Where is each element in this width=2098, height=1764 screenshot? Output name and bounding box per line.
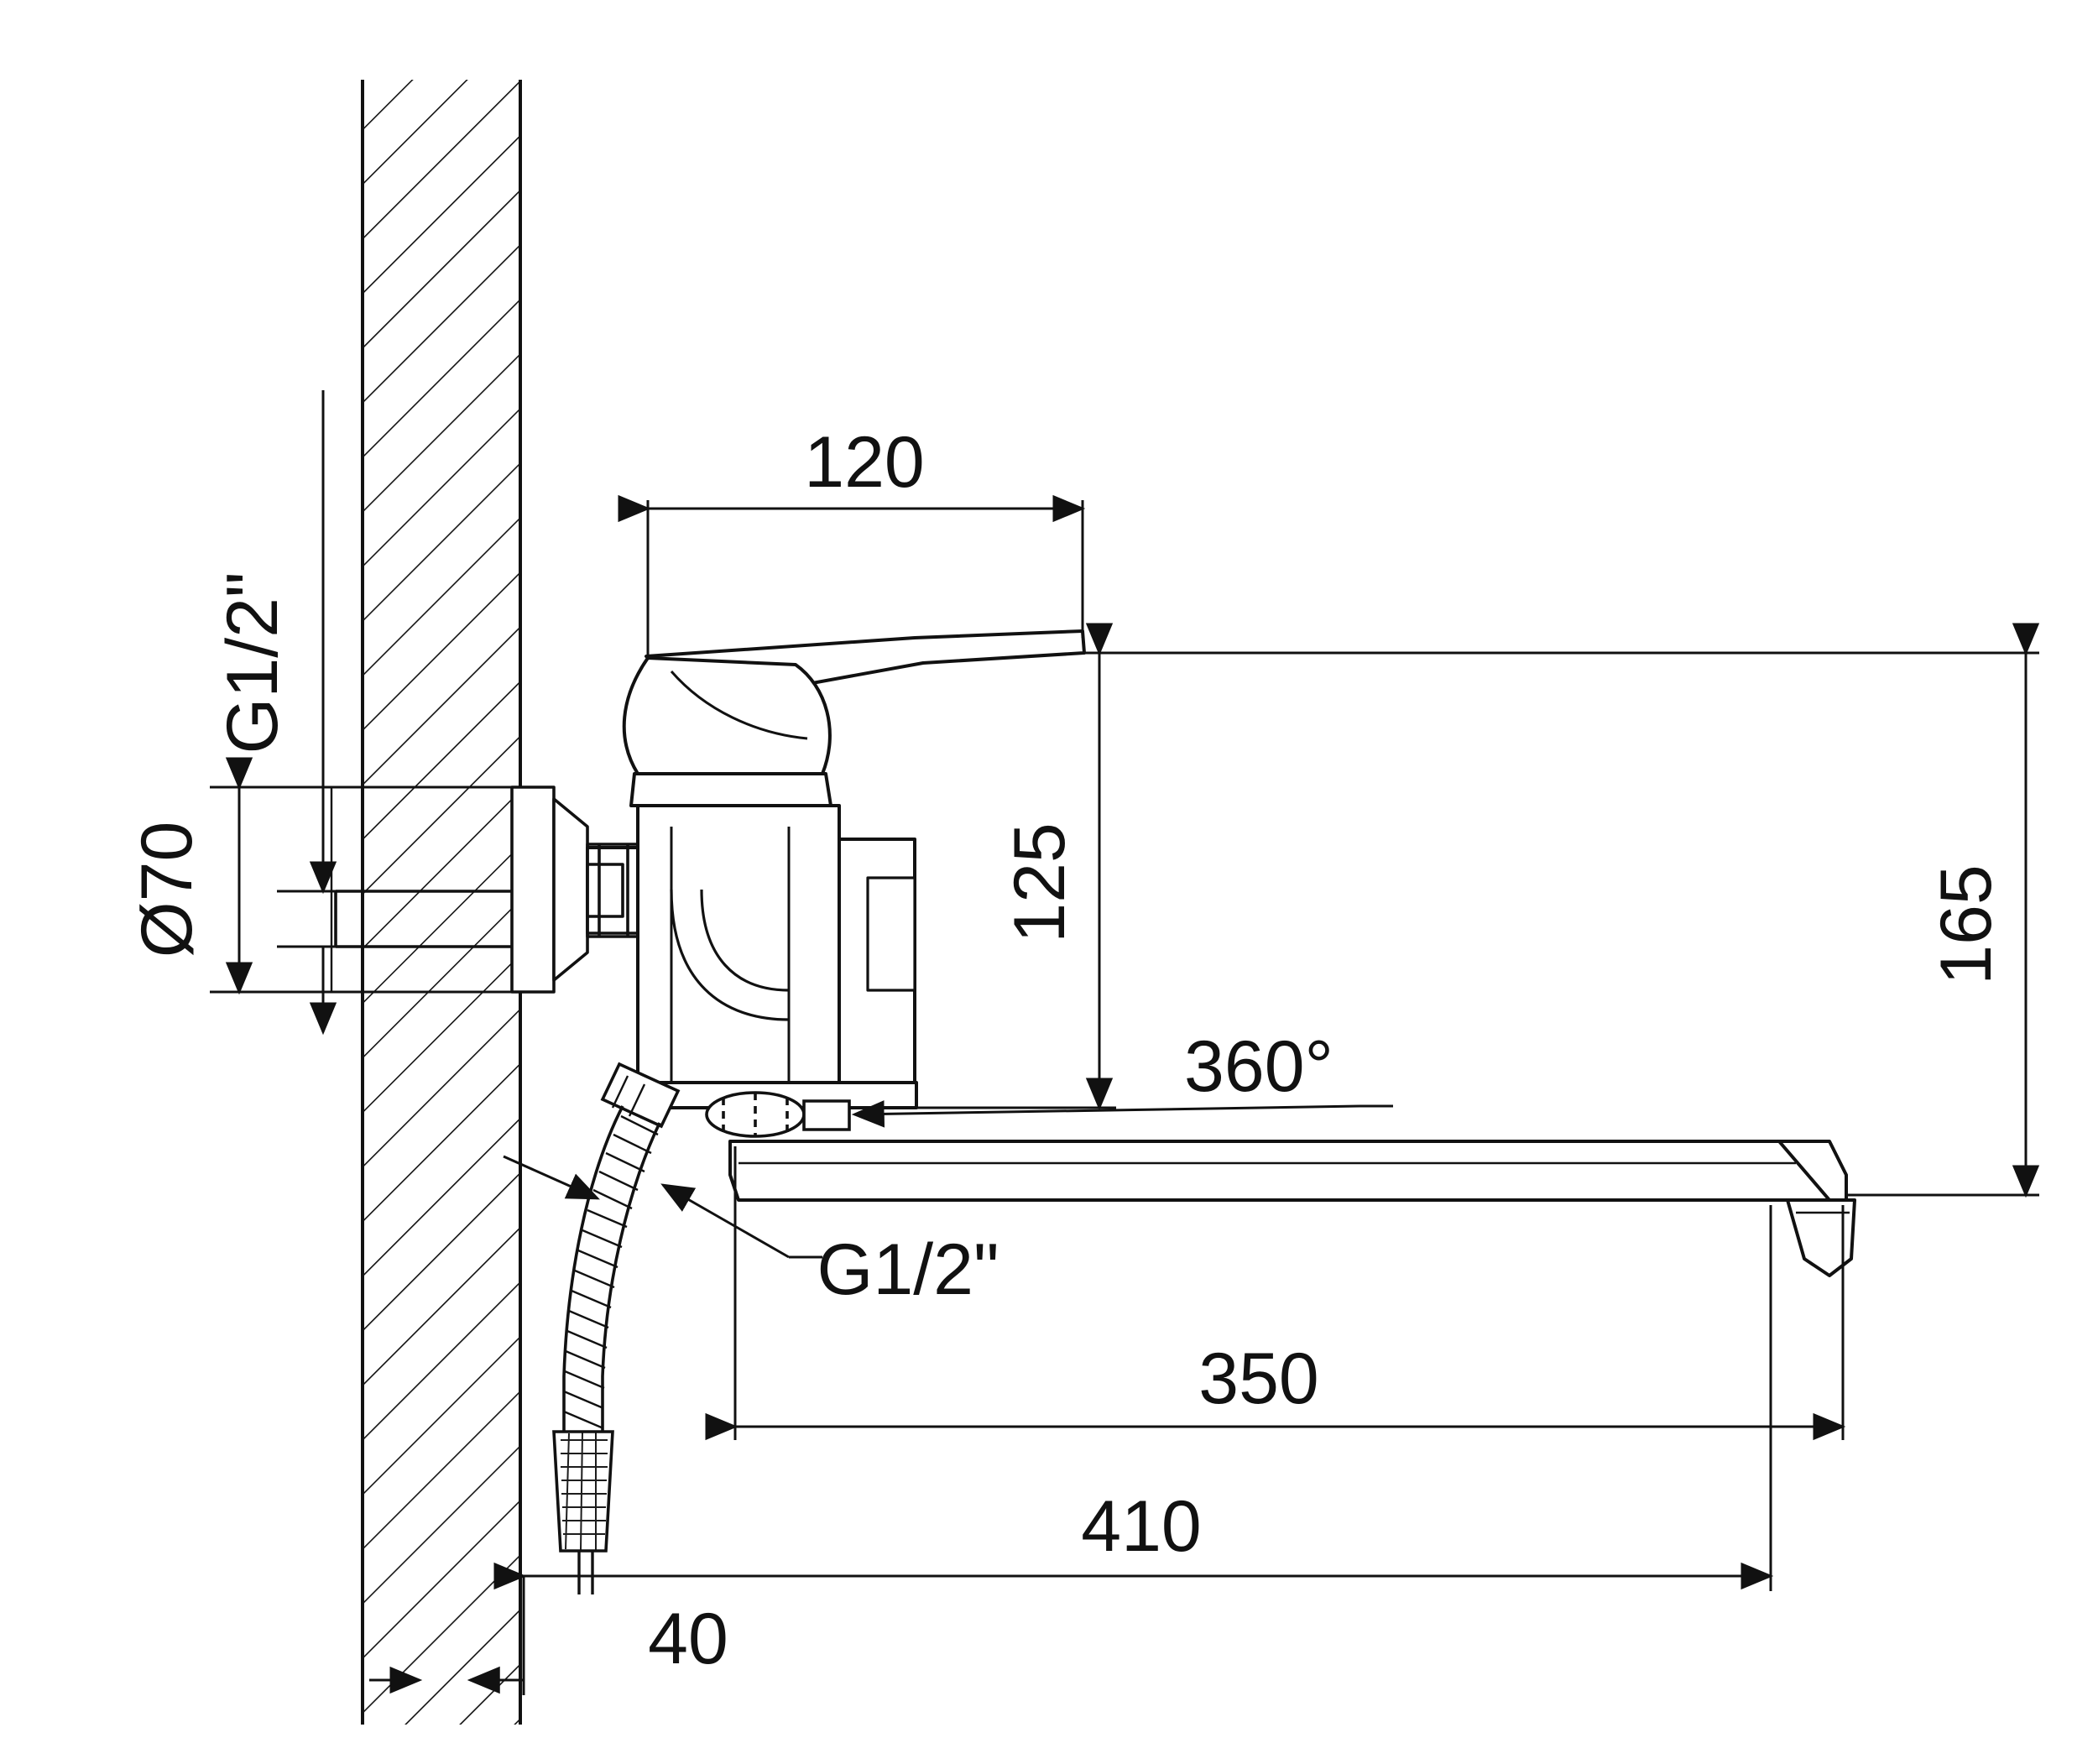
swivel-spout <box>728 1140 1856 1277</box>
shower-hose <box>552 1062 681 1594</box>
leader-360 <box>851 1100 1393 1128</box>
label-g12-inlet: G1/2" <box>212 572 293 754</box>
label-410: 410 <box>1081 1486 1202 1567</box>
label-g12-hose: G1/2" <box>817 1229 999 1310</box>
dimension-dia70 <box>210 757 520 995</box>
label-120: 120 <box>804 422 925 503</box>
label-165: 165 <box>1926 864 2007 985</box>
dimension-410 <box>493 1205 1774 1591</box>
dimension-165 <box>1846 623 2040 1198</box>
leader-g12-hose <box>503 1155 822 1259</box>
dimension-125 <box>916 623 2039 1111</box>
wall-inlet-assembly <box>334 785 641 994</box>
swivel-outlet <box>705 1091 851 1138</box>
dimension-350 <box>705 1146 1846 1441</box>
label-40: 40 <box>648 1599 728 1679</box>
mixer-body <box>587 629 1086 1109</box>
dimension-g12-inlet <box>277 390 361 1036</box>
dimension-40 <box>369 1576 525 1695</box>
wall-section <box>361 80 522 1725</box>
label-dia70: Ø70 <box>127 822 207 958</box>
label-350: 350 <box>1198 1339 1319 1419</box>
label-125: 125 <box>999 822 1080 943</box>
label-360: 360° <box>1184 1026 1333 1107</box>
dimension-120 <box>618 494 1086 660</box>
